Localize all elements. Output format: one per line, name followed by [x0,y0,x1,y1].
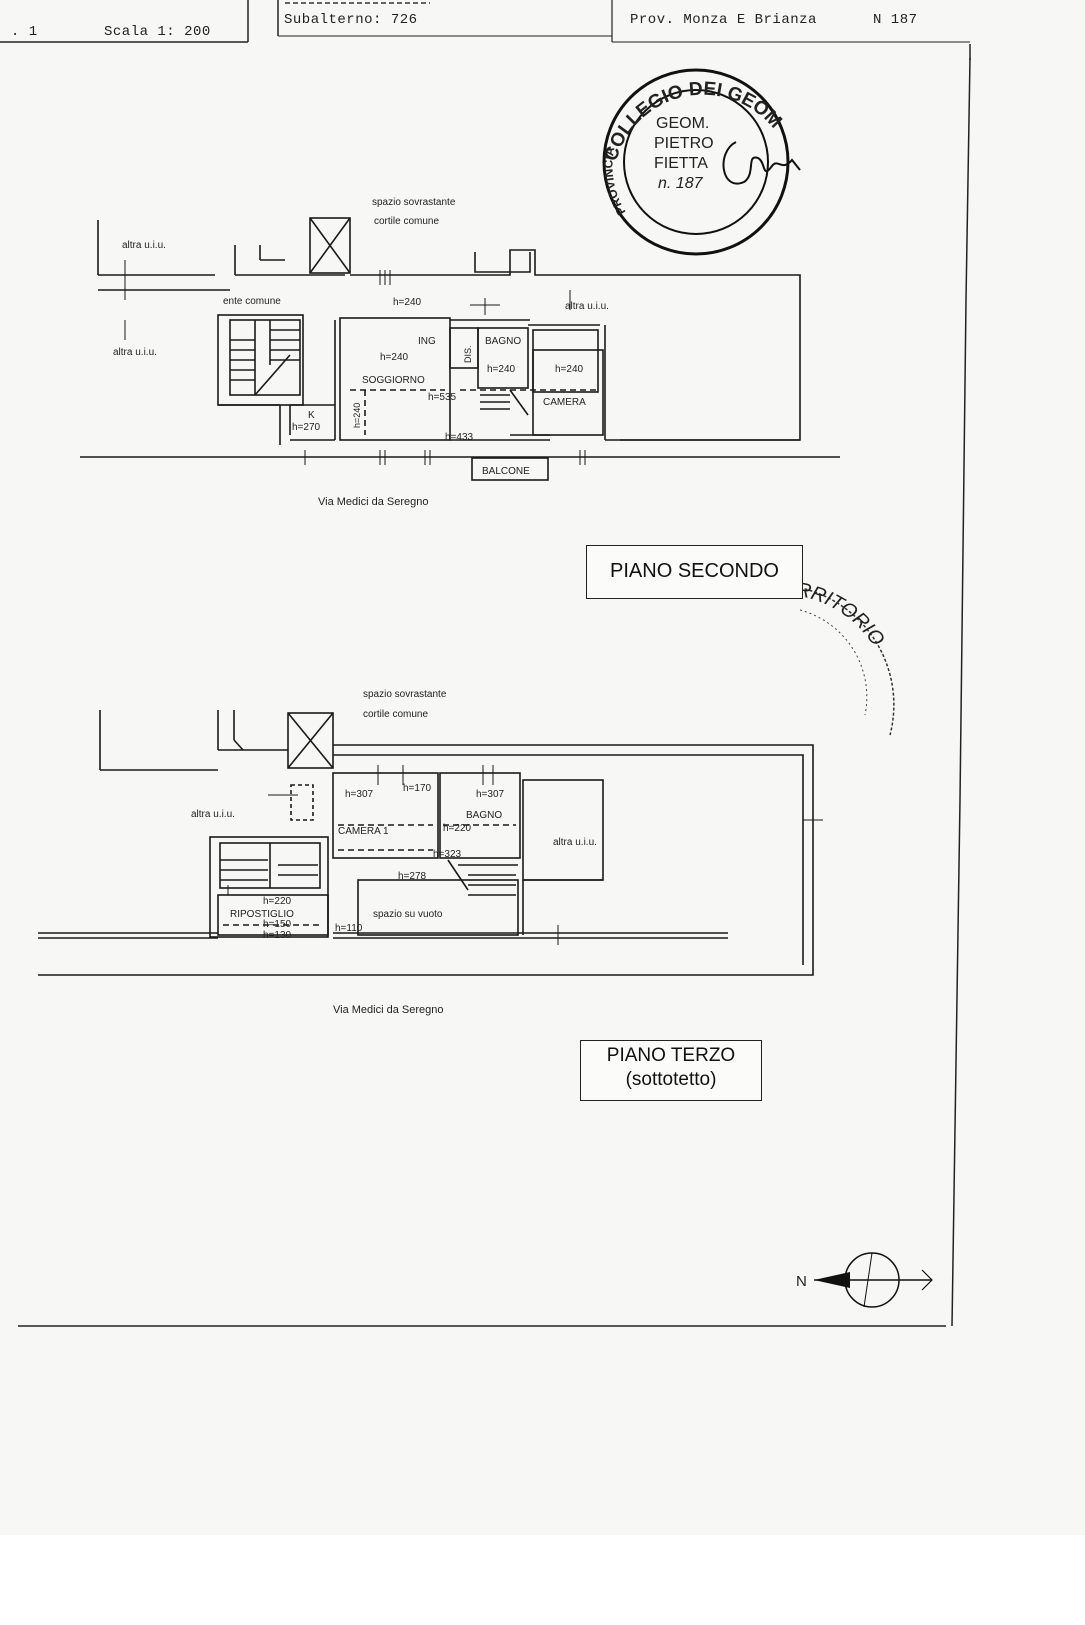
stamp-line-number: n. 187 [658,175,704,192]
p3-h307-a: h=307 [345,789,374,800]
p2-spazio-line2: cortile comune [374,216,439,227]
p2-spazio-line1: spazio sovrastante [372,197,456,208]
p3-h150: h=150 [263,919,292,930]
p2-h270: h=270 [292,422,321,433]
stamp-geometri: COLLEGIO DEI GEOMETRI PROVINCIA DI GEOM.… [586,62,801,256]
p2-room-camera: CAMERA [543,397,586,408]
p3-h323: h=323 [433,849,462,860]
p2-altra-uiu-left: altra u.i.u. [113,347,157,358]
p2-h240-vert: h=240 [352,403,362,428]
p2-altra-uiu-right: altra u.i.u. [565,301,609,312]
stamp-line-geom: GEOM. [656,115,709,132]
header-left-fragment: . 1 [2,24,38,40]
p3-h220-a: h=220 [443,823,472,834]
p2-room-dis: DIS. [463,345,473,363]
label-piano-terzo-line1: PIANO TERZO [606,1045,736,1066]
p3-room-camera1: CAMERA 1 [338,826,389,837]
p2-h240-sogg: h=240 [380,352,409,363]
north-arrow-label: N [796,1273,807,1290]
p2-room-ing: ING [418,336,436,347]
p2-room-soggiorno: SOGGIORNO [362,375,425,386]
p3-h278: h=278 [398,871,427,882]
p3-h307-b: h=307 [476,789,505,800]
p3-spazio-vuoto: spazio su vuoto [373,909,443,920]
p2-room-balcone: BALCONE [482,466,530,477]
label-piano-secondo-text: PIANO SECONDO [610,560,779,582]
p2-room-bagno: BAGNO [485,336,521,347]
p3-room-ripostiglio: RIPOSTIGLIO [230,909,294,920]
label-piano-terzo: PIANO TERZO (sottotetto) [580,1040,762,1101]
p3-altra-uiu-left: altra u.i.u. [191,809,235,820]
plan-piano-secondo: spazio sovrastante cortile comune altra … [80,197,840,481]
header-subalterno: Subalterno: 726 [284,12,418,28]
p3-street: Via Medici da Seregno [333,1004,444,1016]
stamp-line-pietro: PIETRO [654,135,714,152]
p2-h240-top: h=240 [393,297,422,308]
stamp-line-fietta: FIETTA [654,155,708,172]
north-arrow-visible-icon [792,1545,938,1613]
plan-piano-terzo: spazio sovrastante cortile comune altra … [38,689,823,976]
p2-room-k: K [308,410,315,421]
p2-street: Via Medici da Seregno [318,496,429,508]
p2-h433: h=433 [445,432,474,443]
p2-h240-bagno: h=240 [487,364,516,375]
p3-h110: h=110 [335,923,363,934]
header-province: Prov. Monza E Brianza [630,12,817,28]
label-piano-terzo-line2: (sottotetto) [625,1069,717,1090]
p3-spazio-line2: cortile comune [363,709,428,720]
p3-spazio-line1: spazio sovrastante [363,689,447,700]
cadastral-sheet: . 1 Scala 1: 200 Subalterno: 726 Prov. M… [0,0,971,1327]
p2-h240-camera: h=240 [555,364,584,375]
header-frame [0,0,970,43]
p2-altra-uiu-top: altra u.i.u. [122,240,166,251]
p3-altra-uiu-right: altra u.i.u. [553,837,597,848]
p3-room-bagno: BAGNO [466,810,502,821]
header-number: N 187 [873,12,918,28]
p3-h170: h=170 [403,783,432,794]
signature-mark [722,141,801,185]
north-arrow-final-icon: N [796,1252,933,1308]
p3-h130: h=130 [263,930,292,941]
sheet-border [18,44,971,1327]
label-piano-secondo: PIANO SECONDO [586,545,803,599]
p3-h220-b: h=220 [263,896,292,907]
header-scale: Scala 1: 200 [104,24,211,40]
p2-ente-comune: ente comune [223,296,281,307]
p2-h535: h=535 [428,392,457,403]
